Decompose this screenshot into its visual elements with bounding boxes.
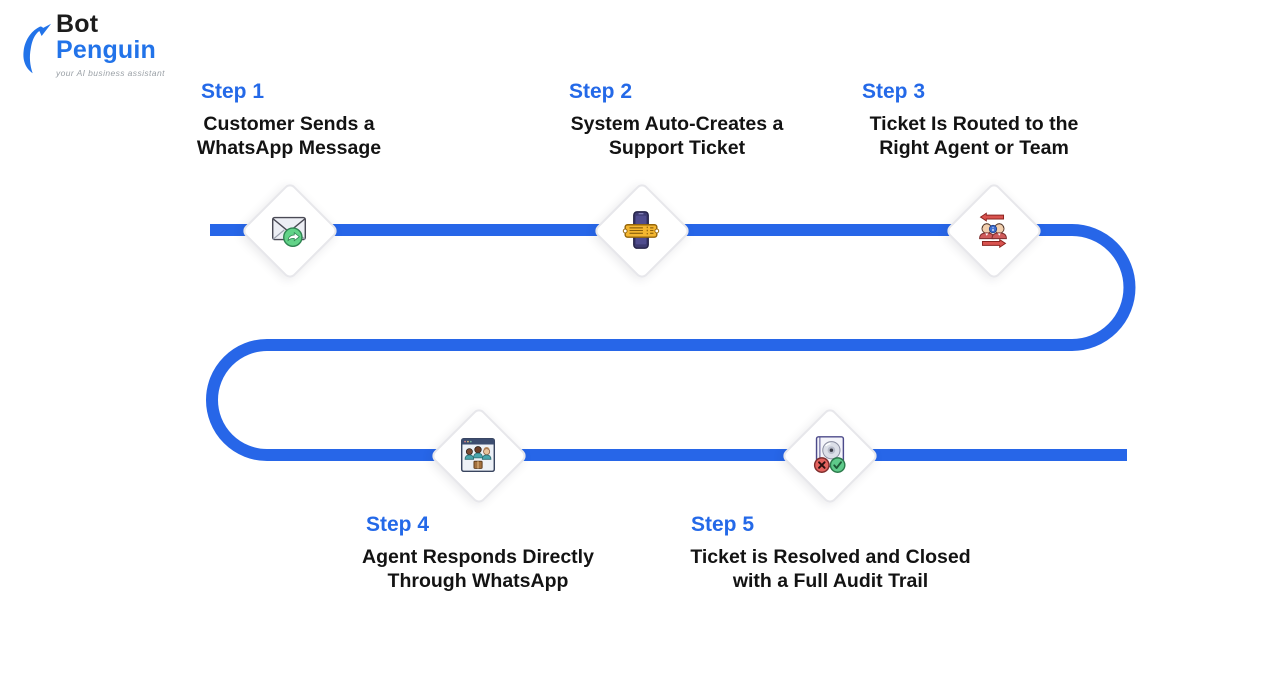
team-window-icon bbox=[460, 437, 496, 473]
step-3-title-line-2: Right Agent or Team bbox=[879, 136, 1069, 159]
step-2-node bbox=[592, 181, 692, 281]
step-3-title: Ticket Is Routed to the Right Agent or T… bbox=[849, 113, 1099, 160]
step-2-title: System Auto-Creates a Support Ticket bbox=[556, 113, 798, 160]
step-3-title-line-1: Ticket Is Routed to the bbox=[869, 113, 1079, 135]
step-3-block: Step 3 Ticket Is Routed to the Right Age… bbox=[849, 80, 1099, 160]
step-2-title-line-1: System Auto-Creates a bbox=[570, 113, 784, 135]
step-5-title: Ticket is Resolved and Closed with a Ful… bbox=[678, 546, 983, 593]
step-4-block: Step 4 Agent Responds Directly Through W… bbox=[353, 513, 603, 593]
step-1-title-line-1: Customer Sends a bbox=[203, 113, 375, 135]
step-5-title-line-2: with a Full Audit Trail bbox=[732, 569, 929, 592]
step-5-block: Step 5 Ticket is Resolved and Closed wit… bbox=[678, 513, 983, 593]
step-1-block: Step 1 Customer Sends a WhatsApp Message bbox=[188, 80, 390, 160]
step-2-title-line-2: Support Ticket bbox=[608, 136, 746, 159]
logo-word-bot: Bot bbox=[56, 10, 99, 38]
step-5-label: Step 5 bbox=[691, 513, 755, 536]
step-4-title: Agent Responds Directly Through WhatsApp bbox=[353, 546, 603, 593]
step-1-label: Step 1 bbox=[201, 80, 265, 103]
step-1-title-line-2: WhatsApp Message bbox=[196, 136, 382, 159]
penguin-icon bbox=[23, 23, 52, 74]
step-4-title-line-1: Agent Responds Directly bbox=[362, 546, 594, 568]
step-1-node bbox=[240, 181, 340, 281]
agents-routing-icon bbox=[979, 212, 1007, 249]
logo-tagline: your AI business assistant bbox=[56, 68, 165, 78]
step-3-label: Step 3 bbox=[862, 80, 926, 103]
step-2-block: Step 2 System Auto-Creates a Support Tic… bbox=[556, 80, 798, 160]
step-4-node bbox=[429, 406, 529, 506]
resolved-audit-icon bbox=[813, 436, 846, 473]
step-5-title-line-1: Ticket is Resolved and Closed bbox=[690, 546, 971, 568]
step-3-node bbox=[944, 181, 1044, 281]
step-2-label: Step 2 bbox=[569, 80, 633, 103]
step-1-title: Customer Sends a WhatsApp Message bbox=[188, 113, 390, 160]
botpenguin-logo: Bot Penguin your AI business assistant bbox=[16, 12, 165, 78]
logo-word-penguin: Penguin bbox=[56, 36, 157, 64]
step-5-node bbox=[780, 406, 880, 506]
envelope-forward-icon bbox=[271, 216, 307, 248]
step-4-label: Step 4 bbox=[366, 513, 430, 536]
step-4-title-line-2: Through WhatsApp bbox=[387, 569, 569, 592]
phone-ticket-icon bbox=[622, 211, 660, 249]
